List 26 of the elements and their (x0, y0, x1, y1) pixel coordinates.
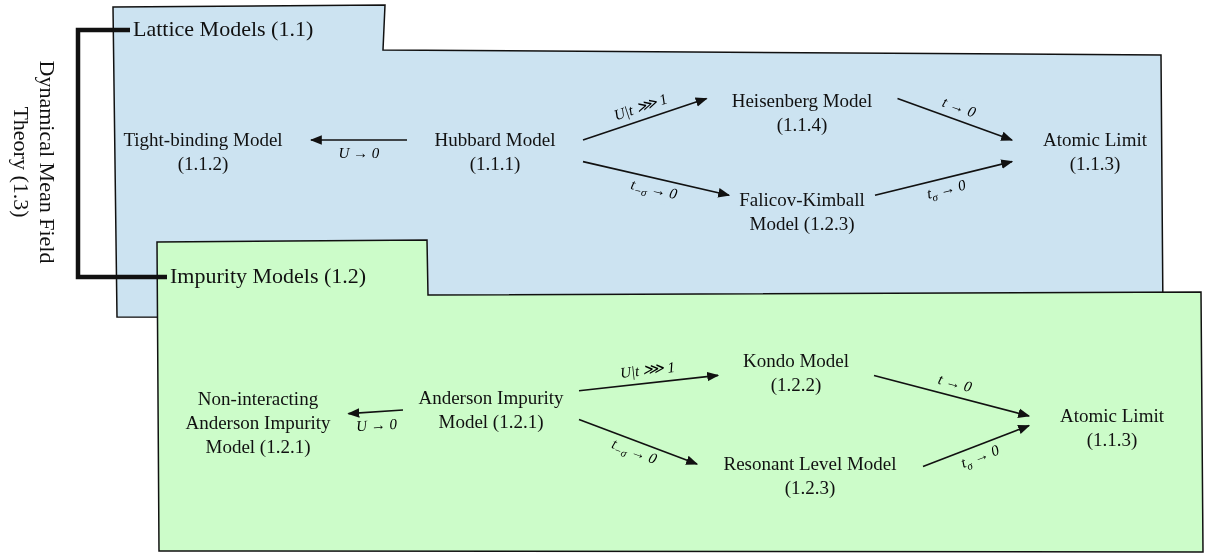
model-label: Falicov-Kimball Model (1.2.3) (737, 188, 867, 236)
arrow (578, 418, 699, 465)
arrow (873, 374, 1031, 418)
arrow (309, 135, 408, 145)
arrow (896, 97, 1014, 141)
model-label: Atomic Limit (1.1.3) (1020, 128, 1170, 176)
arrow (874, 159, 1014, 196)
model-label: Atomic Limit (1.1.3) (1037, 404, 1187, 452)
model-label: Resonant Level Model (1.2.3) (705, 452, 915, 500)
model-group-panel (155, 240, 1203, 552)
model-label: Anderson Impurity Model (1.2.1) (411, 386, 571, 434)
arrow (347, 408, 404, 418)
model-label: Non-interacting Anderson Impurity Model (1.2.1) (175, 387, 341, 459)
panel-heading: Lattice Models (1.1) (133, 16, 314, 42)
arrow (922, 424, 1031, 468)
model-label: Heisenberg Model (1.1.4) (714, 89, 890, 137)
edge-label: U → 0 (337, 145, 381, 161)
arrow (578, 371, 720, 392)
model-label: Kondo Model (1.2.2) (726, 349, 866, 397)
side-label: Dynamical Mean Field Theory (1.3) (8, 59, 60, 266)
arrow (582, 97, 708, 141)
model-label: Hubbard Model (1.1.1) (415, 128, 575, 176)
bracket-connector (75, 27, 167, 280)
arrow (582, 160, 731, 198)
model-label: Tight-binding Model (1.1.2) (103, 128, 303, 176)
panel-heading: Impurity Models (1.2) (170, 263, 367, 289)
